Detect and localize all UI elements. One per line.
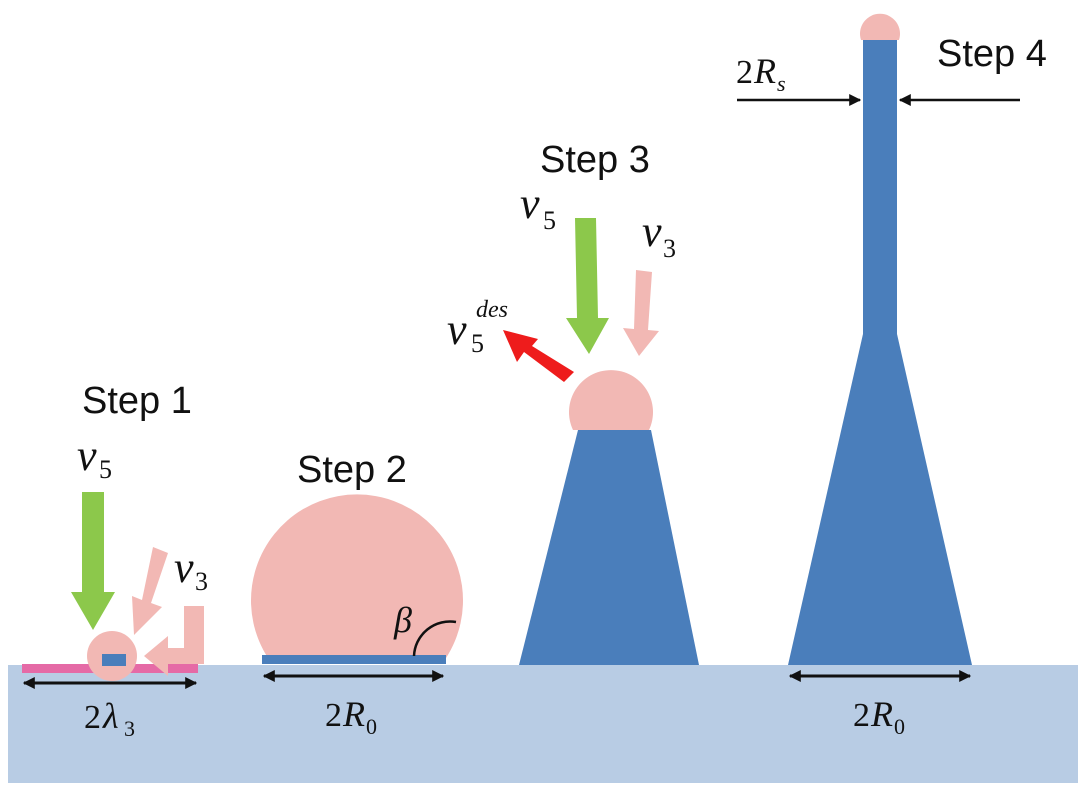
step-3-label: Step 3: [540, 139, 650, 181]
step-4-label: Step 4: [937, 33, 1047, 75]
step1-width-two: 2: [84, 699, 101, 736]
step1-v3-bent-arrow: [144, 606, 204, 676]
step2-width-two: 2: [325, 697, 342, 734]
step4-stem-subscript: s: [777, 71, 786, 96]
step4-trunk: [788, 334, 972, 665]
contact-angle-beta: β: [393, 600, 412, 640]
step1-v3-subscript: 3: [195, 567, 208, 596]
step4-stem-two: 2: [736, 54, 753, 91]
step3-v5des-arrow: [503, 330, 574, 382]
step3-v5des-subscript: 5: [471, 329, 484, 358]
step3-v3-arrow: [623, 270, 659, 356]
step3-droplet: [569, 370, 653, 430]
step4-width-subscript: 0: [894, 714, 905, 739]
step1-v5-symbol: v: [77, 431, 97, 480]
step2-droplet: [251, 494, 464, 658]
step1-width-subscript: 3: [124, 716, 135, 741]
step1-width-lambda: λ: [102, 696, 119, 736]
contact-angle-arc: [412, 620, 457, 657]
step3-v5des-symbol: v: [447, 305, 467, 354]
step4-width-two: 2: [853, 697, 870, 734]
step3-v5-subscript: 5: [543, 206, 556, 235]
step4-stem-R: R: [753, 51, 776, 91]
step1-nucleus: [102, 654, 126, 666]
step2-width-subscript: 0: [366, 714, 377, 739]
step3-v5des-superscript: des: [476, 297, 508, 323]
step3-v3-symbol: v: [642, 207, 662, 256]
step3-v5-arrow: [566, 218, 609, 354]
step1-v5-arrow: [71, 492, 115, 630]
step3-trunk: [519, 430, 699, 665]
step-1-label: Step 1: [82, 380, 192, 422]
step1-v3-arrow: [132, 547, 168, 635]
step2-width-R: R: [342, 694, 365, 734]
step4-droplet: [860, 13, 900, 40]
step4-stem: [863, 40, 897, 340]
step3-v5-symbol: v: [520, 179, 540, 228]
step2-film: [262, 655, 446, 664]
step3-v3-subscript: 3: [663, 234, 676, 263]
step4-width-R: R: [870, 694, 893, 734]
step-2-label: Step 2: [297, 449, 407, 491]
step1-v3-symbol: v: [174, 543, 194, 592]
step1-v5-subscript: 5: [99, 455, 112, 484]
